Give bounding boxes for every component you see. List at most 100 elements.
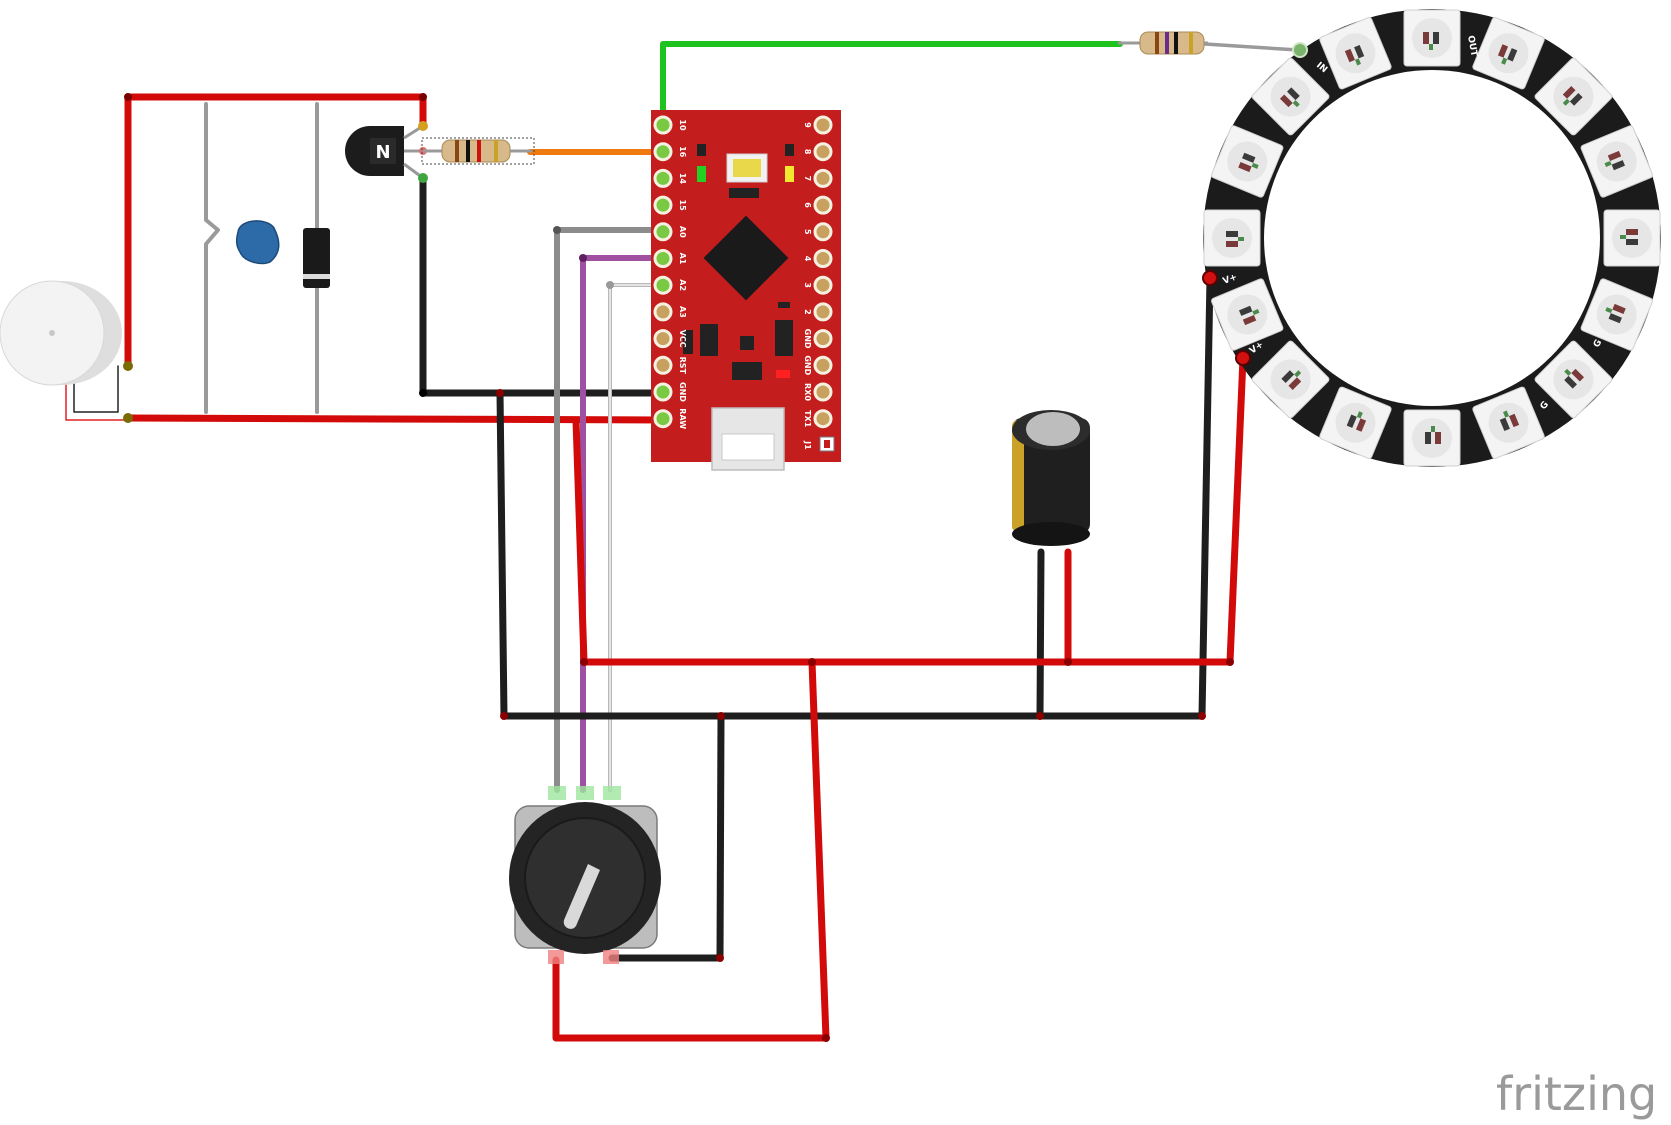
resistor-band	[494, 140, 498, 162]
led-die	[1279, 94, 1293, 108]
board-pin-8	[813, 142, 833, 162]
smd-part	[785, 144, 794, 156]
led-die	[1626, 229, 1638, 235]
board-pin-gnd	[813, 355, 833, 375]
cap-top	[1026, 412, 1080, 446]
ring-hole	[1264, 70, 1600, 406]
led-lens	[1335, 402, 1376, 443]
pin-label: GND	[803, 355, 812, 375]
electrolytic-capacitor	[1012, 410, 1090, 546]
ring-led	[1472, 386, 1545, 459]
ceramic-capacitor	[235, 220, 280, 265]
smd-part	[775, 320, 793, 356]
led-die	[1499, 417, 1510, 431]
pin-label: RX0	[803, 383, 812, 401]
ring-label-vplus-1: V+	[1222, 272, 1239, 286]
transistor-label: N	[375, 142, 390, 163]
ring-led	[1203, 209, 1261, 267]
led-die	[1355, 418, 1367, 432]
led-die	[1501, 57, 1508, 65]
smd-part	[700, 324, 718, 356]
resistor-band	[1189, 32, 1193, 54]
led-die	[1497, 44, 1509, 58]
board-pin-a2	[653, 275, 673, 295]
pin-label: GND	[803, 329, 812, 349]
ceramic-capacitor-body	[235, 220, 280, 265]
pin-label: A0	[678, 226, 687, 238]
ring-led	[1319, 386, 1392, 459]
led-die	[1612, 303, 1626, 315]
led-die	[1507, 48, 1518, 62]
joint	[606, 281, 614, 289]
pin-label: VCC	[678, 330, 687, 348]
led-lens	[1596, 141, 1637, 182]
led-die	[1425, 432, 1431, 444]
joint	[579, 254, 587, 262]
led-lens	[1270, 359, 1311, 400]
resistor-band	[455, 140, 459, 162]
led-die	[1423, 32, 1429, 44]
ring-led	[1211, 125, 1284, 198]
led-die	[1569, 93, 1583, 106]
board-pin-9	[813, 115, 833, 135]
smd-part	[778, 302, 790, 308]
pin-label: 7	[803, 176, 812, 182]
ring-leds	[1203, 9, 1661, 467]
pin-label: 14	[678, 173, 687, 185]
wire-power-top	[124, 93, 427, 127]
pin-label: 10	[678, 119, 687, 131]
status-led-red	[776, 370, 790, 378]
led-die	[1226, 231, 1238, 237]
joint	[553, 226, 561, 234]
resistor-band	[466, 140, 470, 162]
led-die	[1503, 410, 1510, 418]
board-pin-6	[813, 195, 833, 215]
ring-led	[1251, 57, 1330, 136]
fritzing-logo: fritzing	[1496, 1067, 1657, 1121]
resistor-band	[1165, 32, 1169, 54]
pin-label: RAW	[678, 408, 687, 429]
ring-pad-in	[1292, 42, 1308, 58]
joint	[1198, 712, 1206, 720]
led-die	[1604, 160, 1612, 167]
led-die	[1608, 313, 1622, 324]
ring-label-g-1: G	[1592, 338, 1604, 349]
pin-label: 6	[803, 202, 812, 208]
ring-pad-gnd	[1202, 270, 1218, 286]
wire-joints	[123, 93, 1234, 1042]
pin-label: 2	[803, 309, 812, 315]
led-die	[1288, 377, 1302, 391]
pin-label: A1	[678, 253, 687, 265]
cap-bottom	[1012, 522, 1090, 546]
led-die	[1226, 241, 1238, 247]
resistor-body	[441, 139, 511, 163]
led-lens	[1596, 294, 1637, 335]
led-die	[1562, 85, 1576, 99]
joint	[500, 712, 508, 720]
board-pin-10	[653, 115, 673, 135]
led-die	[1564, 368, 1572, 376]
led-die	[1287, 87, 1300, 101]
pot-pin-highlight	[548, 786, 566, 800]
board-pin-4	[813, 249, 833, 268]
led-die	[1242, 152, 1256, 163]
smd-part	[740, 336, 754, 350]
led-lens	[1488, 33, 1529, 74]
pot-pin-highlight-red	[548, 950, 564, 964]
diode-band	[303, 274, 330, 279]
mcu-chip	[703, 215, 789, 301]
ring-pad-vplus	[1235, 350, 1251, 366]
wire-data-ring	[1203, 42, 1300, 52]
led-die	[1292, 100, 1300, 108]
wire-ground-cap	[1036, 548, 1045, 720]
led-die	[1431, 426, 1435, 432]
led-die	[1281, 370, 1295, 383]
cap-stripe	[1012, 420, 1024, 532]
buzzer-center	[49, 330, 55, 336]
led-die	[1239, 305, 1253, 316]
joint	[124, 93, 132, 101]
npn-transistor: N	[345, 121, 428, 183]
led-die	[1564, 375, 1577, 389]
